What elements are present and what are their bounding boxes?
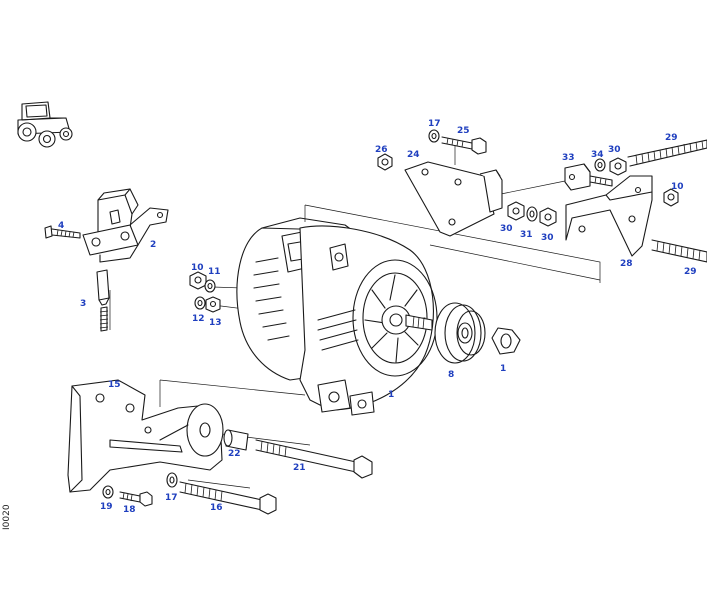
callout-label: 22 <box>228 449 241 459</box>
callout-label: 19 <box>100 502 113 512</box>
callout-label: 29 <box>684 267 697 277</box>
part-30-nut-top <box>609 157 627 176</box>
part-16-bolt <box>179 481 277 515</box>
callout-label: 12 <box>192 314 205 324</box>
callout-label: 30 <box>608 145 621 155</box>
callout-label: 30 <box>541 233 554 243</box>
parts-33-34-adjuster <box>564 158 613 191</box>
callout-label: 2 <box>150 240 156 250</box>
callout-label: 11 <box>208 267 221 277</box>
part-8-pulley <box>434 302 486 364</box>
callout-label: 28 <box>620 259 633 269</box>
part-1-pulley-nut <box>491 327 521 355</box>
part-24-bracket <box>404 161 503 237</box>
callout-label: 1 <box>388 390 394 400</box>
part-26-nut <box>377 153 393 171</box>
part-1-alternator <box>236 217 438 416</box>
callout-label: 16 <box>210 503 223 513</box>
part-10-nut-right <box>663 188 679 207</box>
part-21-long-bolt <box>255 439 373 479</box>
part-17-washer-lower <box>166 472 178 488</box>
callout-label: 1 <box>500 364 506 374</box>
callout-label: 24 <box>407 150 420 160</box>
part-4-bolt <box>44 225 81 239</box>
callout-label: 18 <box>123 505 136 515</box>
part-29-threaded-rod-upper <box>627 139 707 167</box>
callout-label: 17 <box>428 119 441 129</box>
part-3-brush-spring <box>96 269 110 332</box>
callout-label: 13 <box>209 318 222 328</box>
callout-label: 10 <box>671 182 684 192</box>
leader-lines <box>109 145 601 489</box>
part-22-spacer <box>223 429 249 451</box>
callout-label: 31 <box>520 230 533 240</box>
tractor-icon <box>17 101 73 148</box>
part-15-mount-bracket <box>67 379 224 493</box>
parts-17-25-bolt <box>428 129 487 155</box>
callout-label: 26 <box>375 145 388 155</box>
callout-label: 21 <box>293 463 306 473</box>
callout-label: 15 <box>108 380 121 390</box>
callout-label: 25 <box>457 126 470 136</box>
callout-label: 29 <box>665 133 678 143</box>
parts-30-31-nuts <box>507 201 557 227</box>
parts-18-19-screw-washer <box>102 485 153 507</box>
part-28-bracket <box>565 175 653 257</box>
part-2-regulator <box>82 188 169 263</box>
callout-label: 33 <box>562 153 575 163</box>
callouts: 1 1 2 3 4 8 10 10 11 12 13 15 16 17 17 1… <box>58 119 697 515</box>
callout-label: 10 <box>191 263 204 273</box>
reference-code: I0020 <box>2 504 12 530</box>
callout-label: 34 <box>591 150 604 160</box>
callout-label: 17 <box>165 493 178 503</box>
callout-label: 8 <box>448 370 454 380</box>
callout-label: 3 <box>80 299 86 309</box>
callout-label: 30 <box>500 224 513 234</box>
callout-label: 4 <box>58 221 64 231</box>
parts-10-13-nuts-washers <box>189 271 221 313</box>
